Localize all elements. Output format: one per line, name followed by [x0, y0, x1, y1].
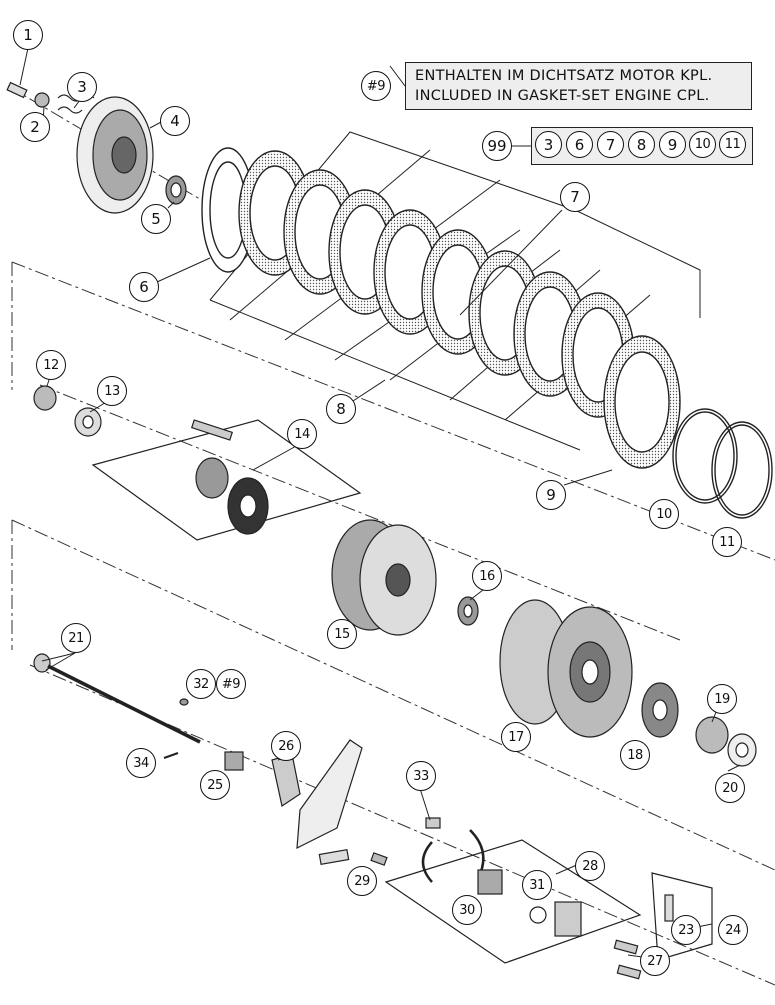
part-callout-15: 15	[327, 619, 357, 649]
clutch-basket-group	[331, 519, 757, 767]
part-callout-33: 33	[406, 761, 436, 791]
part-callout-2: 2	[20, 112, 50, 142]
part-callout-17: 17	[501, 722, 531, 752]
part-callout-24: 24	[718, 915, 748, 945]
part-callout-6: 6	[129, 272, 159, 302]
part-callout-25: 25	[200, 770, 230, 800]
kit-item-callout: 3	[535, 131, 562, 158]
kit-item-callout: 11	[719, 131, 746, 158]
part-callout-34: 34	[126, 748, 156, 778]
part-callout-26: 26	[271, 731, 301, 761]
kit-item-callout: 6	[566, 131, 593, 158]
part-callout-13: 13	[97, 376, 127, 406]
part-callout-14: 14	[287, 419, 317, 449]
part-callout-19: 19	[707, 684, 737, 714]
gasket-set-note: ENTHALTEN IM DICHTSATZ MOTOR KPL. INCLUD…	[405, 62, 752, 110]
part-callout-31: 31	[522, 870, 552, 900]
kit-item-callout: 7	[597, 131, 624, 158]
part-callout-30: 30	[452, 895, 482, 925]
part-callout-7: 7	[560, 182, 590, 212]
kit-ref-callout: 99	[482, 131, 512, 161]
note-line-2: INCLUDED IN GASKET-SET ENGINE CPL.	[415, 88, 710, 104]
o-rings	[672, 408, 773, 519]
part-callout-28: 28	[575, 851, 605, 881]
note-line-1: ENTHALTEN IM DICHTSATZ MOTOR KPL.	[415, 68, 713, 84]
kit-item-callout: 9	[659, 131, 686, 158]
part-callout-20: 20	[715, 773, 745, 803]
part-callout-23: 23	[671, 915, 701, 945]
part-callout-8: 8	[326, 394, 356, 424]
note-ref-callout: #9	[361, 71, 391, 101]
part-callout-27: 27	[640, 946, 670, 976]
part-callout-3: 3	[67, 72, 97, 102]
part-callout-5: 5	[141, 204, 171, 234]
part-32-ref-callout: #9	[216, 669, 246, 699]
release-mechanism-group	[33, 653, 713, 980]
part-callout-11: 11	[712, 527, 742, 557]
pressure-plate-group	[6, 81, 187, 214]
kit-item-callout: 8	[628, 131, 655, 158]
part-callout-9: 9	[536, 480, 566, 510]
part-callout-1: 1	[13, 20, 43, 50]
part-callout-16: 16	[472, 561, 502, 591]
part-callout-12: 12	[36, 350, 66, 380]
part-callout-18: 18	[620, 740, 650, 770]
kit-item-callout: 10	[689, 131, 716, 158]
part-callout-32: 32	[186, 669, 216, 699]
clutch-discs	[201, 147, 681, 469]
part-callout-21: 21	[61, 623, 91, 653]
hub-fastener-group	[33, 385, 362, 541]
part-callout-4: 4	[160, 106, 190, 136]
part-callout-29: 29	[347, 866, 377, 896]
part-callout-10: 10	[649, 499, 679, 529]
